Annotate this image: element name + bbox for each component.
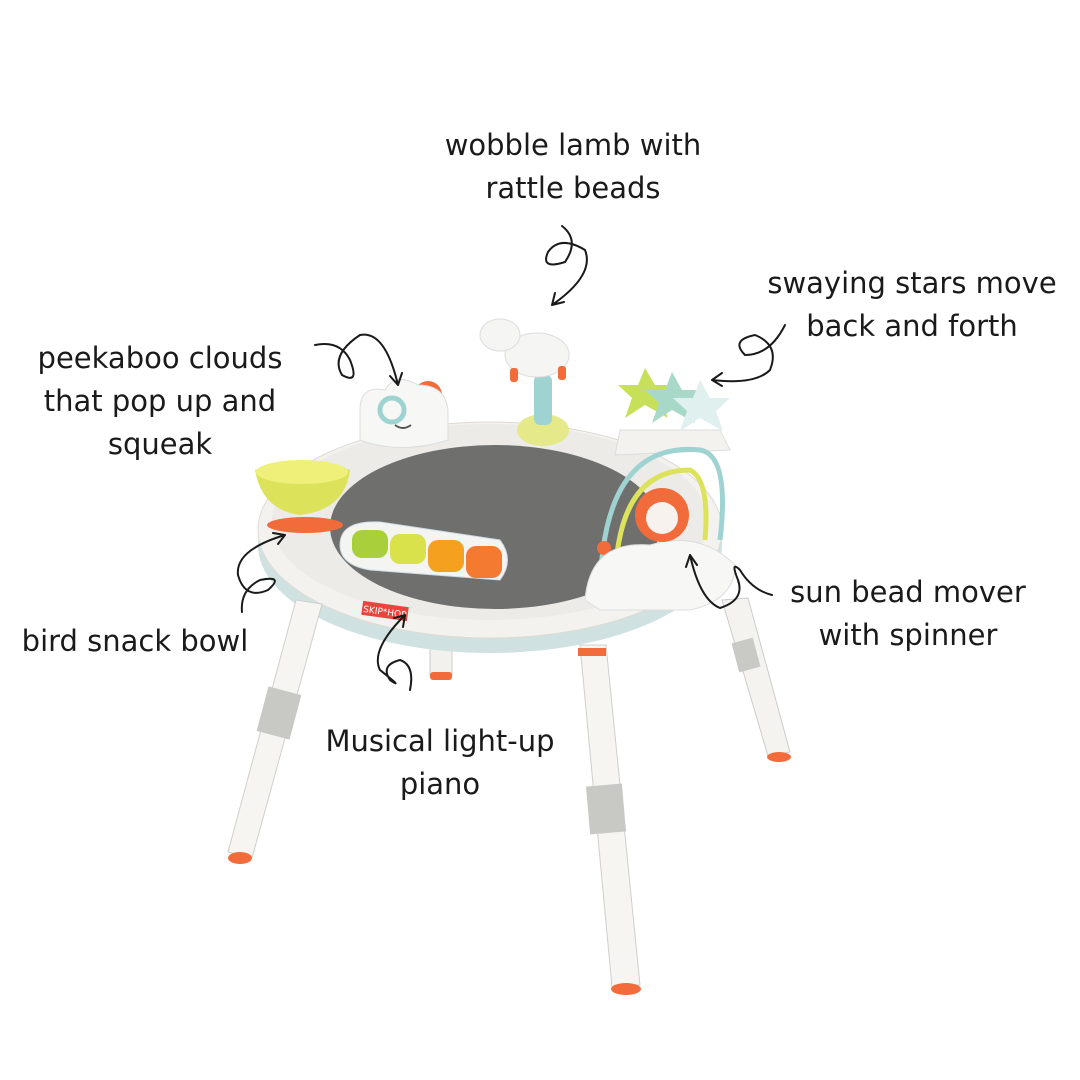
sun-arrow [685, 554, 773, 610]
wobble-lamb [479, 318, 570, 446]
label-line: sun bead mover [790, 575, 1026, 609]
stars-arrow [711, 324, 786, 387]
label-swaying-stars: swaying stars move back and forth [767, 262, 1056, 348]
bowl-arrow [236, 532, 286, 613]
label-peekaboo-clouds: peekaboo clouds that pop up and squeak [38, 337, 283, 466]
front-right-leg [578, 644, 641, 995]
front-left-leg [227, 599, 323, 864]
light-up-piano [339, 521, 508, 581]
label-line: peekaboo clouds [37, 341, 283, 375]
label-line: that pop up and [43, 384, 277, 418]
piano-arrow [376, 614, 413, 691]
label-line: swaying stars move [767, 266, 1057, 300]
label-line: back and forth [806, 309, 1018, 343]
label-line: Musical light-up [325, 724, 555, 758]
label-bird-snack-bowl: bird snack bowl [22, 620, 249, 663]
sun-bead-mover [584, 446, 736, 611]
label-light-up-piano: Musical light-up piano [325, 720, 554, 806]
label-line: squeak [107, 427, 213, 461]
label-line: piano [399, 767, 481, 801]
back-right-leg [721, 597, 791, 762]
bird-snack-bowl [255, 460, 350, 533]
label-line: rattle beads [485, 171, 661, 205]
label-line: with spinner [818, 618, 998, 652]
clouds-arrow [314, 333, 403, 386]
label-line: bird snack bowl [21, 624, 249, 658]
label-line: wobble lamb with [444, 128, 702, 162]
peekaboo-clouds [359, 379, 449, 448]
label-sun-bead-mover: sun bead mover with spinner [790, 571, 1026, 657]
label-wobble-lamb: wobble lamb with rattle beads [445, 124, 702, 210]
lamb-arrow [545, 225, 588, 306]
